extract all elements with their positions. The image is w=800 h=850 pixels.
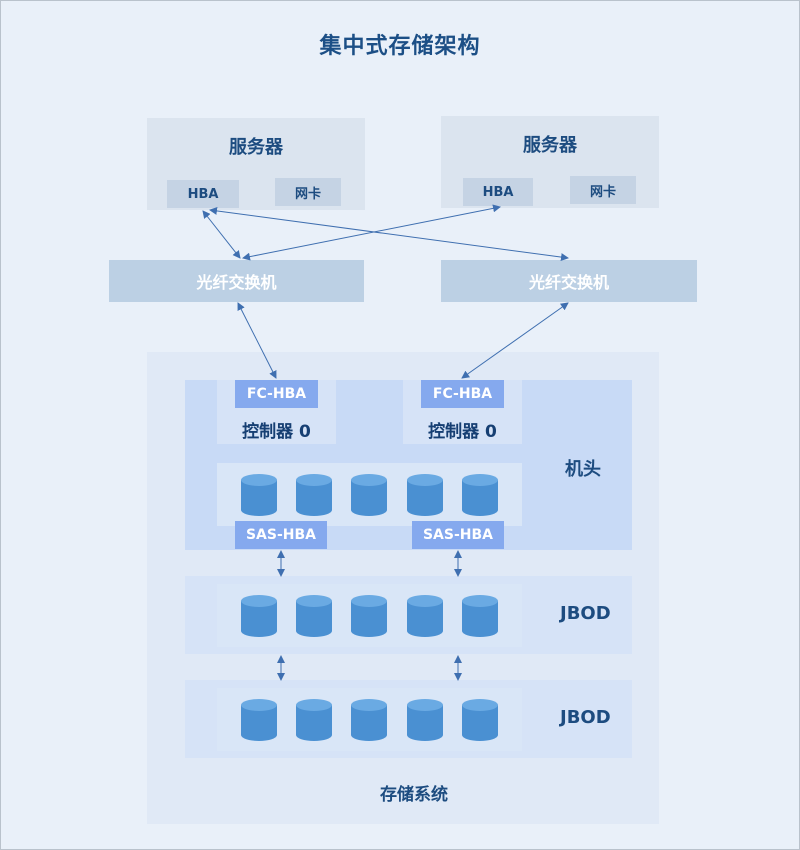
controller-1-label: 控制器 0 bbox=[428, 422, 497, 442]
disk-icon bbox=[296, 698, 333, 741]
disk-icon bbox=[462, 473, 499, 516]
jbod-2-disk-tray bbox=[217, 688, 522, 751]
disk-icon bbox=[351, 594, 388, 637]
server-2: 服务器 HBA 网卡 bbox=[441, 116, 659, 208]
fiber-switch-1: 光纤交换机 bbox=[109, 260, 364, 302]
fiber-switch-2: 光纤交换机 bbox=[441, 260, 697, 302]
disk-icon bbox=[351, 473, 388, 516]
disk-icon bbox=[240, 594, 277, 637]
jbod-1-disk-tray bbox=[217, 584, 522, 647]
disk-icon bbox=[296, 594, 333, 637]
disk-icon bbox=[296, 473, 333, 516]
storage-system-label: 存储系统 bbox=[380, 785, 448, 805]
server-2-title: 服务器 bbox=[523, 135, 577, 156]
jbod-1-label: JBOD bbox=[560, 603, 611, 624]
head-disk-tray bbox=[217, 463, 522, 526]
head-label: 机头 bbox=[565, 459, 601, 480]
sas-hba-1: SAS-HBA bbox=[235, 521, 327, 549]
diagram-title: 集中式存储架构 bbox=[319, 34, 481, 59]
server-1-title: 服务器 bbox=[229, 137, 283, 158]
disk-icon bbox=[351, 698, 388, 741]
disk-icon bbox=[240, 698, 277, 741]
disk-icon bbox=[240, 473, 277, 516]
jbod-2-label: JBOD bbox=[560, 707, 611, 728]
disk-icon bbox=[462, 698, 499, 741]
server-2-nic: 网卡 bbox=[570, 176, 636, 204]
disk-icon bbox=[406, 594, 443, 637]
disk-icon bbox=[462, 594, 499, 637]
controller-0-fc-hba: FC-HBA bbox=[235, 380, 318, 408]
controller-0-label: 控制器 0 bbox=[242, 422, 311, 442]
disk-icon bbox=[406, 473, 443, 516]
controller-1-fc-hba: FC-HBA bbox=[421, 380, 504, 408]
disk-icon bbox=[406, 698, 443, 741]
server-1: 服务器 HBA 网卡 bbox=[147, 118, 365, 210]
server-1-nic: 网卡 bbox=[275, 178, 341, 206]
server-1-hba: HBA bbox=[167, 180, 239, 208]
server-2-hba: HBA bbox=[463, 178, 533, 206]
sas-hba-2: SAS-HBA bbox=[412, 521, 504, 549]
